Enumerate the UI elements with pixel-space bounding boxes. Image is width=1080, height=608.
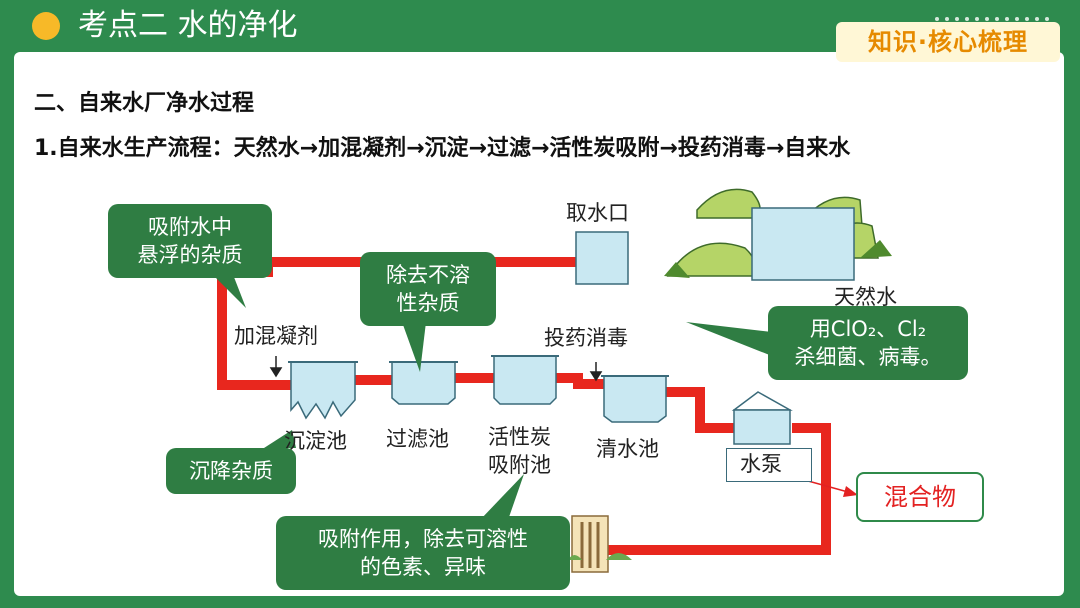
callout-pointers <box>210 272 772 520</box>
callout-settle: 沉降杂质 <box>166 448 296 494</box>
clear-tank-label: 清水池 <box>596 437 659 461</box>
pump-house-icon <box>731 391 793 445</box>
sediment-tank-label: 沉淀池 <box>284 429 347 453</box>
carbon-tank-label-2: 吸附池 <box>488 453 551 477</box>
callout-adsorb-suspended: 吸附水中 悬浮的杂质 <box>108 204 272 278</box>
knowledge-badge: 知识·核心梳理 <box>836 22 1060 62</box>
filter-tank-label: 过滤池 <box>386 427 449 451</box>
callout-remove-insoluble-line1: 除去不溶 <box>386 263 470 287</box>
disinfect-label: 投药消毒 <box>544 326 628 350</box>
arrow-icon <box>269 356 603 382</box>
callout-disinfect-line2: 杀细菌、病毒。 <box>794 345 942 369</box>
clear-tank-icon <box>601 375 669 423</box>
filter-tank-icon <box>389 361 458 405</box>
pipe <box>217 257 831 555</box>
callout-adsorb-suspended-line2: 悬浮的杂质 <box>137 243 243 267</box>
pump-label: 水泵 <box>740 452 782 476</box>
carbon-tank-icon <box>491 355 559 405</box>
sedimentation-tank-icon <box>288 361 358 420</box>
top-bar: 考点二 水的净化 <box>0 0 1080 52</box>
carbon-tank-label-1: 活性炭 <box>488 425 551 449</box>
callout-remove-insoluble-line2: 性杂质 <box>396 291 460 315</box>
natural-water-label: 天然水 <box>834 285 897 309</box>
production-flow-text: 1.自来水生产流程：天然水→加混凝剂→沉淀→过滤→活性炭吸附→投药消毒→自来水 <box>34 136 851 161</box>
callout-disinfect: 用ClO₂、Cl₂ 杀细菌、病毒。 <box>768 306 968 380</box>
water-tower-icon <box>568 515 632 573</box>
callout-disinfect-line1: 用ClO₂、Cl₂ <box>809 317 927 341</box>
water-intake-icon <box>575 231 629 285</box>
callout-settle-text: 沉降杂质 <box>189 459 273 483</box>
section-dot-icon <box>32 12 60 40</box>
intake-label: 取水口 <box>566 201 629 225</box>
callout-adsorb-color-line2: 的色素、异味 <box>360 555 486 579</box>
natural-water-icon <box>751 207 855 281</box>
callout-adsorb-suspended-line1: 吸附水中 <box>148 215 232 239</box>
callout-remove-insoluble: 除去不溶 性杂质 <box>360 252 496 326</box>
section-title: 考点二 水的净化 <box>78 8 298 43</box>
coagulant-label: 加混凝剂 <box>234 324 318 348</box>
section-heading: 二、自来水厂净水过程 <box>34 91 255 116</box>
decorative-dots-icon <box>935 6 1055 21</box>
pump-label-box <box>726 448 812 482</box>
callout-adsorb-color-line1: 吸附作用，除去可溶性 <box>318 527 528 551</box>
mixture-label: 混合物 <box>856 472 984 522</box>
callout-adsorb-color: 吸附作用，除去可溶性 的色素、异味 <box>276 516 570 590</box>
